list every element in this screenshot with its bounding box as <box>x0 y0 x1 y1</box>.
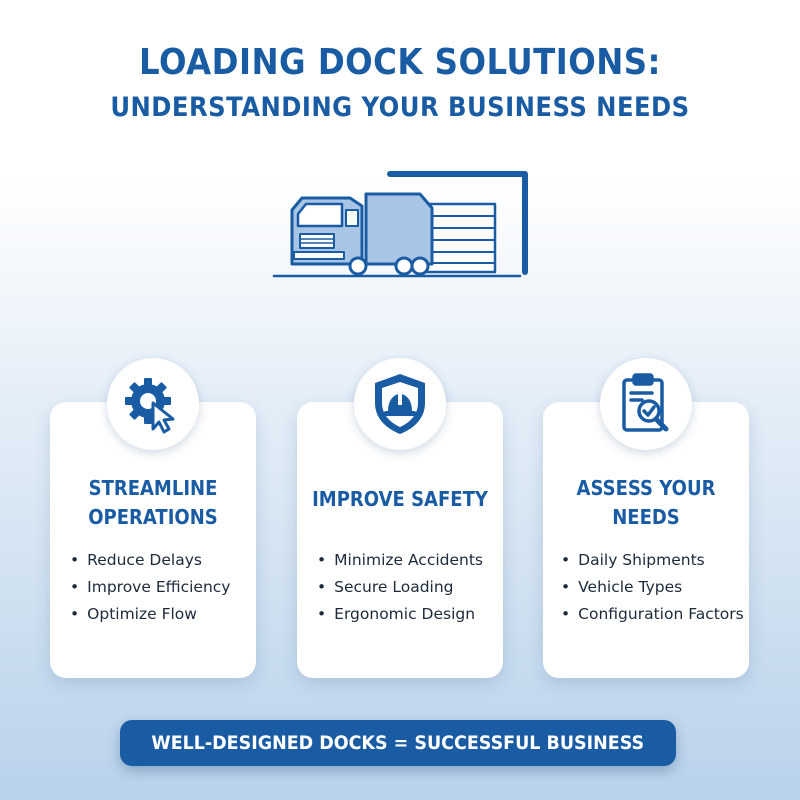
list-item: Improve Efficiency <box>70 574 230 601</box>
hero-illustration <box>270 168 532 280</box>
gear-cursor-icon <box>125 378 175 434</box>
bullet-list: Minimize Accidents Secure Loading Ergono… <box>317 547 483 628</box>
icon-badge <box>600 358 692 450</box>
card-title-line: IMPROVE SAFETY <box>312 487 488 511</box>
list-item: Optimize Flow <box>70 601 230 628</box>
list-item: Vehicle Types <box>561 574 744 601</box>
tagline-text: WELL-DESIGNED DOCKS = SUCCESSFUL BUSINES… <box>151 732 645 754</box>
tagline-banner: WELL-DESIGNED DOCKS = SUCCESSFUL BUSINES… <box>120 720 676 766</box>
clipboard-magnifier-icon <box>622 373 669 432</box>
card-title: IMPROVE SAFETY <box>307 485 492 514</box>
page-title-line-2: UNDERSTANDING YOUR BUSINESS NEEDS <box>110 92 690 123</box>
page-title-line-1: LOADING DOCK SOLUTIONS: <box>139 42 661 83</box>
card-title-line: ASSESS YOUR <box>576 476 716 500</box>
bullet-list: Reduce Delays Improve Efficiency Optimiz… <box>70 547 230 628</box>
card-title-line: NEEDS <box>612 505 680 529</box>
card-title: ASSESS YOUR NEEDS <box>553 474 738 532</box>
list-item: Secure Loading <box>317 574 483 601</box>
truck-at-loading-dock-icon <box>272 171 528 278</box>
card-title: STREAMLINE OPERATIONS <box>60 474 245 532</box>
list-item: Configuration Factors <box>561 601 744 628</box>
icon-badge <box>107 358 199 450</box>
bullet-list: Daily Shipments Vehicle Types Configurat… <box>561 547 744 628</box>
shield-hardhat-icon <box>375 374 425 434</box>
list-item: Daily Shipments <box>561 547 744 574</box>
card-title-line: STREAMLINE <box>88 476 218 500</box>
icon-badge <box>354 358 446 450</box>
list-item: Reduce Delays <box>70 547 230 574</box>
card-title-line: OPERATIONS <box>88 505 218 529</box>
list-item: Ergonomic Design <box>317 601 483 628</box>
list-item: Minimize Accidents <box>317 547 483 574</box>
